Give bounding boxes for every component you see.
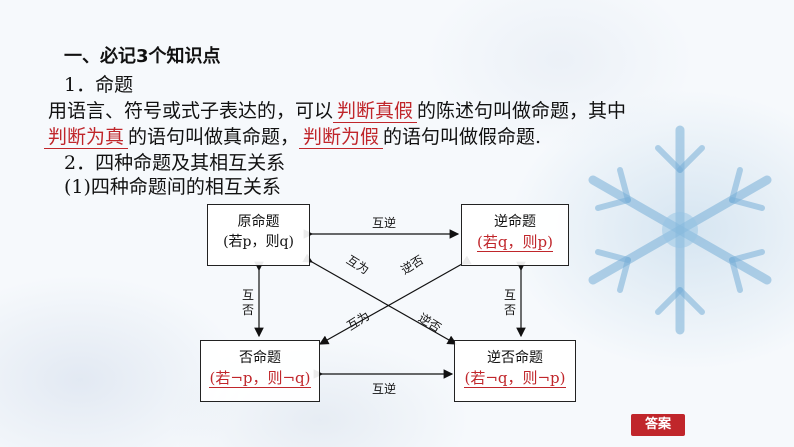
blank-judge-true-false: 判断真假 <box>333 100 418 123</box>
item1-line2: 判断为真的语句叫做真命题，判断为假的语句叫做假命题. <box>44 124 541 150</box>
diagonal-arrow-2 <box>318 255 472 345</box>
original-form: (若p，则q) <box>223 234 294 250</box>
blank-judged-true: 判断为真 <box>44 126 129 149</box>
line1-pre: 用语言、符号或式子表达的，可以 <box>48 100 334 122</box>
label-top-converse: 互逆 <box>372 216 397 230</box>
blank-judged-false: 判断为假 <box>299 126 384 149</box>
answer-button[interactable]: 答案 <box>631 414 685 436</box>
contrapositive-form: (若¬q，则¬p) <box>464 369 566 388</box>
box-inverse-proposition: 否命题 (若¬p，则¬q) <box>200 340 320 402</box>
item1-line1: 用语言、符号或式子表达的，可以判断真假的陈述句叫做命题，其中 <box>48 98 626 124</box>
label-left-negation: 互否 <box>241 288 254 317</box>
box-original-proposition: 原命题 (若p，则q) <box>207 204 310 266</box>
converse-name: 逆命题 <box>494 214 536 230</box>
inverse-name: 否命题 <box>239 350 281 366</box>
item1-heading: 1．命题 <box>64 74 134 96</box>
line1-post: 的陈述句叫做命题，其中 <box>417 100 627 122</box>
item2-heading: 2．四种命题及其相互关系 <box>64 152 286 174</box>
line2-post: 的语句叫做假命题. <box>383 126 542 148</box>
label-right-negation: 互否 <box>503 288 516 317</box>
inverse-form: (若¬p，则¬q) <box>209 369 311 388</box>
converse-form: (若q，则p) <box>477 233 553 252</box>
box-converse-proposition: 逆命题 (若q，则p) <box>461 204 569 266</box>
section-title: 一、必记3个知识点 <box>64 46 221 67</box>
item2-sub: (1)四种命题间的相互关系 <box>64 176 281 198</box>
line2-mid: 的语句叫做真命题， <box>128 126 300 148</box>
label-bottom-converse: 互逆 <box>372 382 397 396</box>
snowflake-decoration <box>588 125 772 335</box>
original-name: 原命题 <box>237 214 280 230</box>
contrapositive-name: 逆否命题 <box>487 350 543 366</box>
box-contrapositive-proposition: 逆否命题 (若¬q，则¬p) <box>454 340 576 402</box>
